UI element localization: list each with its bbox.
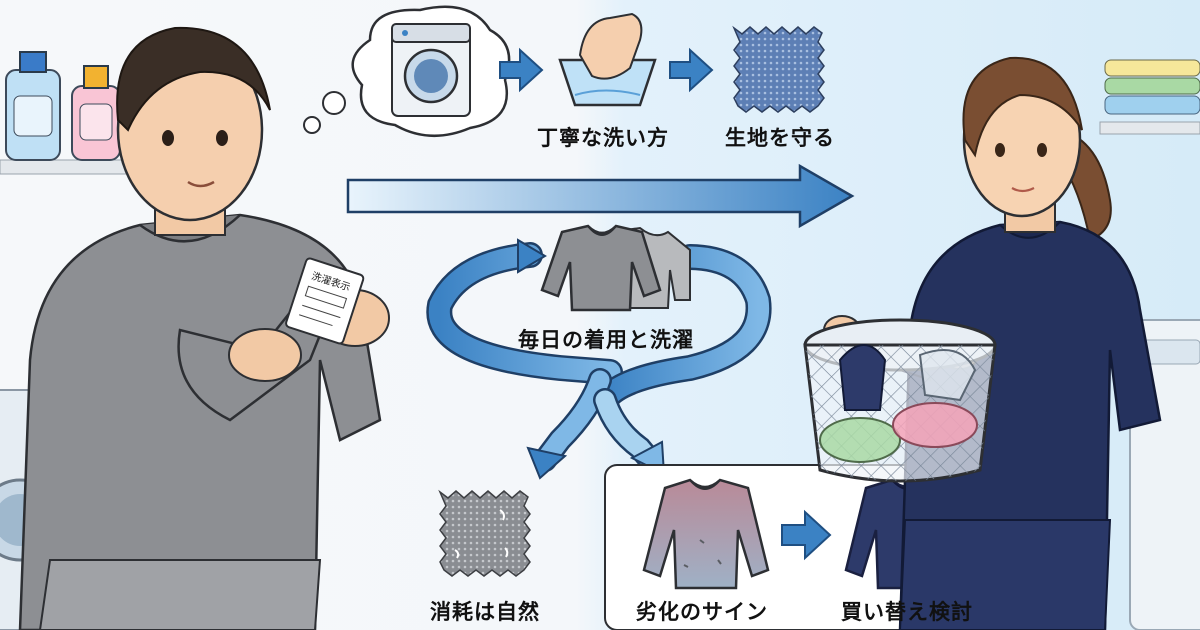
big-flow-arrow [346, 163, 855, 229]
care-tag-icon: 洗濯表示 [285, 257, 365, 345]
washing-machine-icon [391, 23, 471, 117]
label-protect-fabric: 生地を守る [725, 126, 835, 150]
arrow-icon [669, 47, 714, 93]
label-consider-replacement: 買い替え検討 [841, 600, 973, 624]
detergent-bottle-icon [5, 51, 61, 161]
laundry-basket-icon [803, 318, 997, 483]
fabric-swatch-blue-icon [732, 25, 825, 113]
softener-bottle-icon [71, 65, 121, 161]
arrow-icon [499, 47, 544, 93]
hand-wash-icon [558, 12, 657, 107]
fabric-swatch-worn-icon [438, 489, 531, 577]
woman-figure [823, 56, 1162, 630]
label-careful-wash: 丁寧な洗い方 [537, 126, 669, 150]
cycle-loop-arrows [426, 238, 772, 480]
label-wear-natural: 消耗は自然 [430, 600, 540, 624]
grey-sweaters-icon [540, 224, 691, 312]
arrow-icon [781, 509, 832, 561]
label-daily-wear-wash: 毎日の着用と洗濯 [518, 328, 694, 352]
faded-sweater-icon [642, 478, 770, 590]
label-deterioration-sign: 劣化のサイン [636, 600, 768, 624]
